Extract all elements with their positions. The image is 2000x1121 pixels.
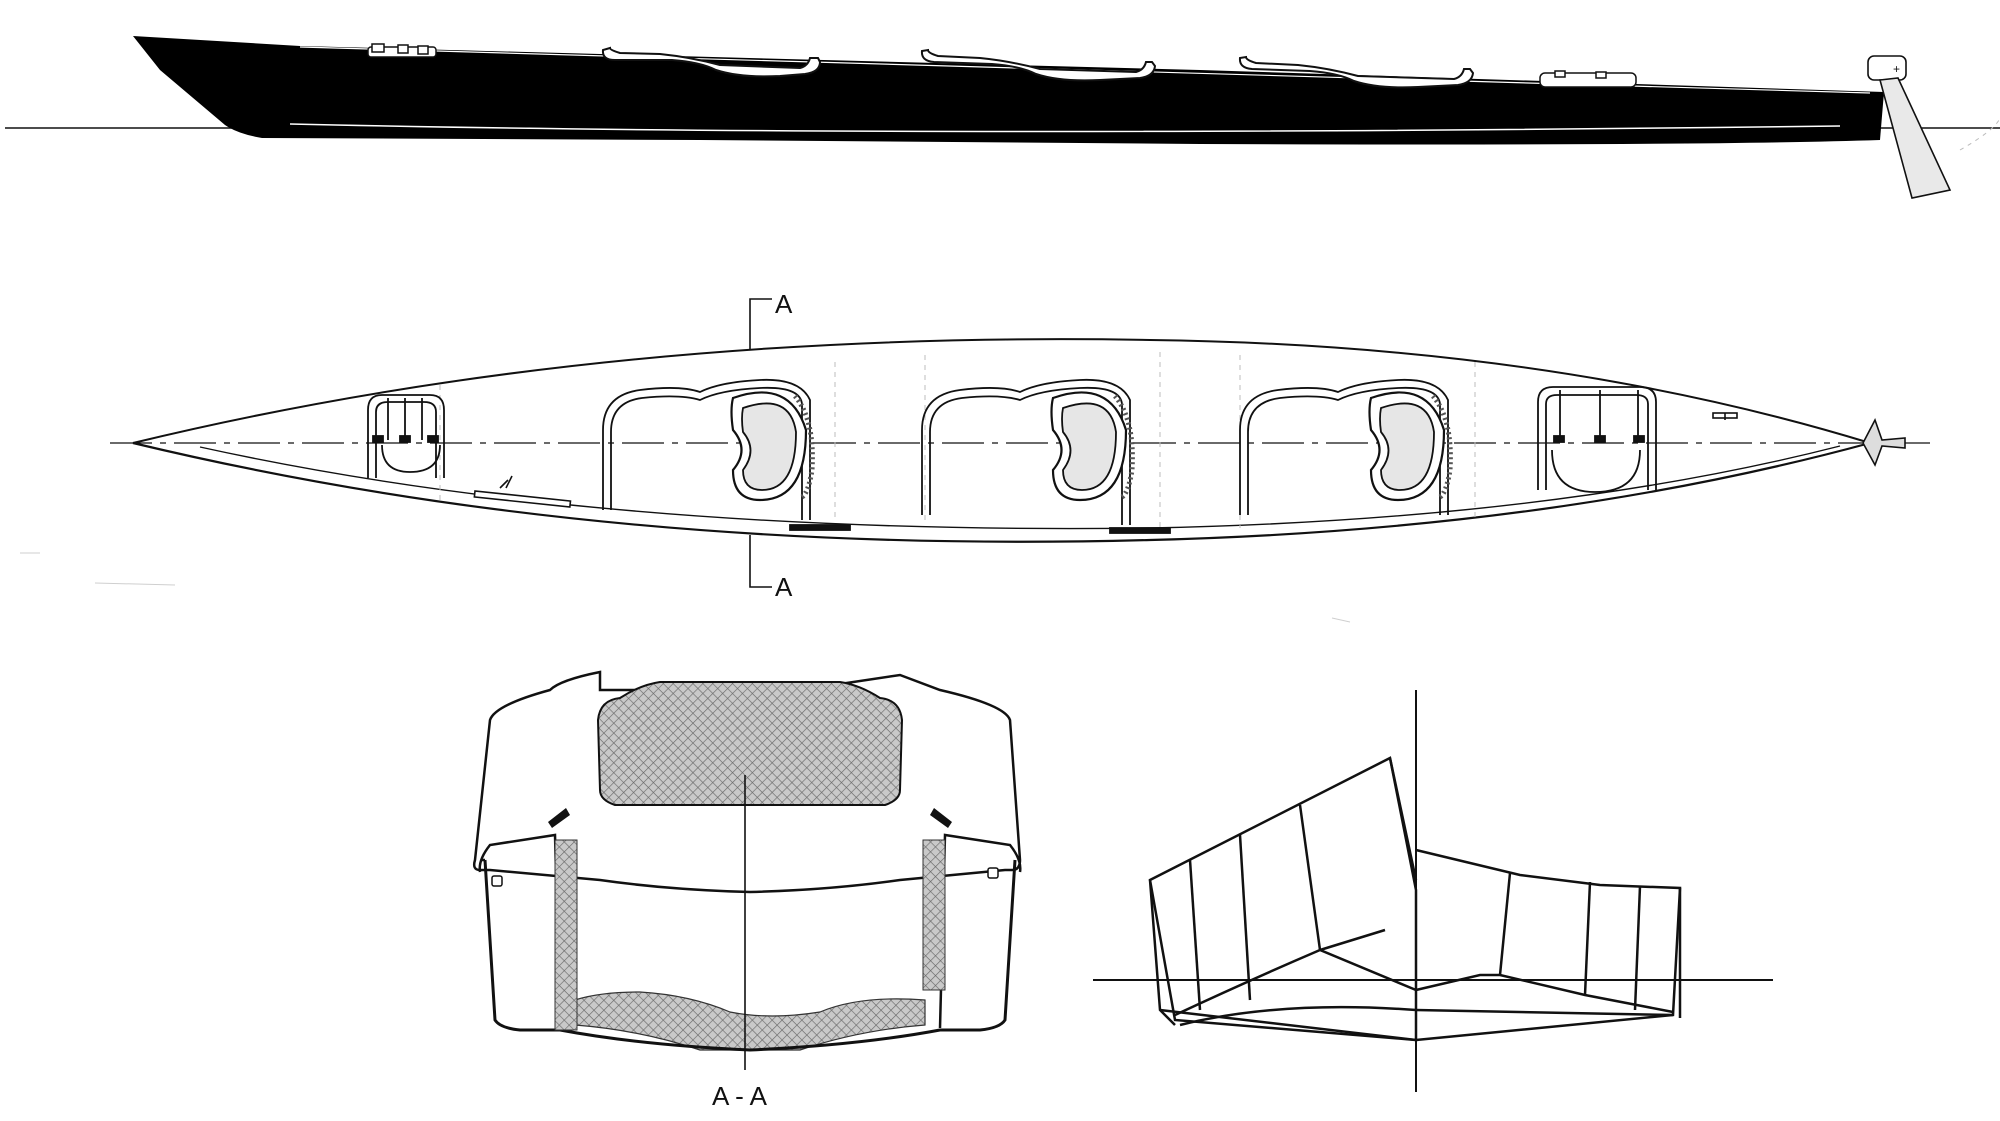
cockpit-plan-1 (602, 378, 851, 531)
hull-sheer-highlight (289, 123, 1841, 133)
stern-hatch-fitting (1539, 70, 1637, 88)
section-caption: A - A (712, 1081, 768, 1111)
plan-gunwale-inner (199, 445, 1841, 530)
cockpit-coaming-side-1 (601, 46, 822, 78)
side-elevation-view: + (5, 36, 2000, 199)
faint-marks (20, 552, 1351, 623)
section-hull-sides (478, 833, 1022, 1029)
svg-text:+: + (1893, 62, 1900, 76)
body-plan-left-frames (1148, 756, 1418, 1042)
section-hull-bottom (483, 859, 1017, 1052)
section-deck-bag-mesh (596, 681, 904, 806)
bow-hatch-fitting (367, 43, 437, 58)
section-marker-top: A (775, 289, 793, 319)
body-plan-right-frames (1415, 848, 1682, 1042)
frame-position-lines (439, 352, 1476, 530)
plan-hull-outline (132, 441, 1871, 543)
section-left-side-mesh (554, 839, 578, 1031)
section-marker-bottom: A (775, 572, 793, 602)
cockpit-plan-3 (1239, 378, 1453, 515)
bow-compartment (367, 394, 445, 478)
cockpit-plan-2 (921, 378, 1171, 534)
section-right-side-mesh (922, 839, 946, 991)
plan-view: A A (110, 289, 1930, 602)
cross-section-view: A - A (472, 670, 1022, 1111)
cockpit-coaming-side-3 (1238, 55, 1475, 89)
section-coaming-tips (491, 808, 999, 887)
faint-stern-curve (1959, 117, 2000, 151)
cockpit-coaming-side-2 (920, 48, 1157, 82)
hull-silhouette (133, 36, 1884, 145)
rail-fittings (473, 412, 1738, 508)
rudder-assembly: + (1867, 55, 1952, 199)
body-plan-view (1093, 690, 1773, 1092)
section-cut-line (749, 298, 772, 588)
stern-compartment (1537, 386, 1657, 493)
rudder-plan (1862, 417, 1906, 467)
plan-deck-outline (132, 338, 1871, 444)
